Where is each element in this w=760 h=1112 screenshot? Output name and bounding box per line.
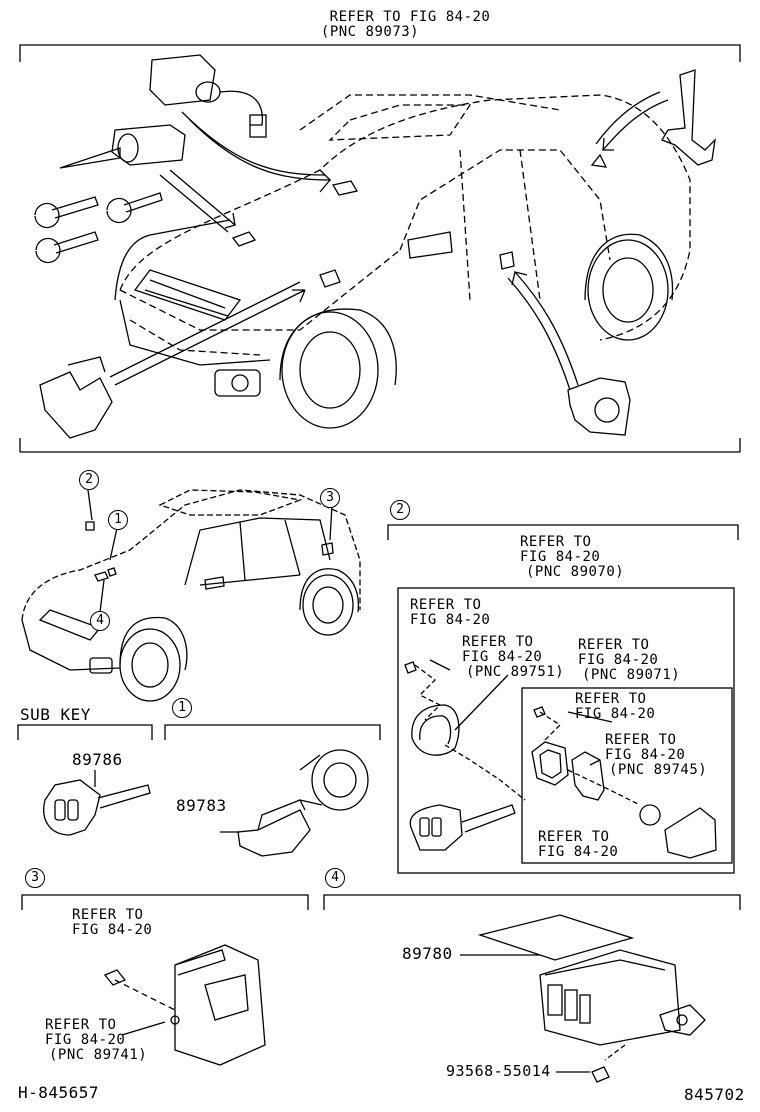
section-1-art — [164, 724, 381, 857]
top-refer-line1: REFER TO FIG 84-20 — [329, 9, 491, 25]
s2-ref-b-l2: FIG 84-20 — [462, 649, 543, 665]
small-vehicle-drawing — [21, 489, 361, 702]
callout-2[interactable]: 2 — [79, 470, 99, 490]
s2-ref-d-l1: REFER TO — [575, 691, 647, 707]
part-number-89786[interactable]: 89786 — [72, 750, 123, 769]
s2-ref-e-l3: (PNC 89745) — [609, 762, 708, 778]
s2-ref-a-l2: FIG 84-20 — [410, 612, 491, 628]
section-2-marker: 2 — [390, 500, 410, 520]
callout-3[interactable]: 3 — [320, 488, 340, 508]
main-vehicle-drawing — [119, 94, 691, 356]
s2-ref-main-l1: REFER TO — [520, 534, 592, 550]
section-1-marker: 1 — [172, 698, 192, 718]
s2-ref-d-l2: FIG 84-20 — [575, 706, 656, 722]
footer-right-code: 845702 — [684, 1085, 745, 1104]
s2-ref-main-l3: (PNC 89070) — [526, 564, 625, 580]
section-3-art — [21, 894, 309, 1066]
part-number-93568-55014[interactable]: 93568-55014 — [446, 1062, 551, 1080]
s2-ref-c-l1: REFER TO — [578, 637, 650, 653]
s3-ref-b-l1: REFER TO — [45, 1017, 117, 1033]
s3-ref-b-l3: (PNC 89741) — [49, 1047, 148, 1063]
s2-ref-b-l1: REFER TO — [462, 634, 534, 650]
s2-ref-f-l2: FIG 84-20 — [538, 844, 619, 860]
section-4-marker: 4 — [325, 868, 345, 888]
section-2-art — [387, 524, 739, 874]
sub-key-section-art — [17, 724, 153, 836]
s3-ref-a-l1: REFER TO — [72, 907, 144, 923]
s2-ref-b-l3: (PNC 89751) — [466, 664, 565, 680]
part-number-89783[interactable]: 89783 — [176, 796, 227, 815]
s2-ref-main-l2: FIG 84-20 — [520, 549, 601, 565]
part-number-89780[interactable]: 89780 — [402, 944, 453, 963]
section-3-marker: 3 — [25, 868, 45, 888]
s3-ref-a-l2: FIG 84-20 — [72, 922, 153, 938]
s2-ref-c-l2: FIG 84-20 — [578, 652, 659, 668]
s2-ref-a-l1: REFER TO — [410, 597, 482, 613]
sub-key-title: SUB KEY — [20, 705, 91, 724]
callout-4[interactable]: 4 — [90, 611, 110, 631]
footer-left-code: H-845657 — [18, 1083, 100, 1102]
s2-ref-f-l1: REFER TO — [538, 829, 610, 845]
callout-1[interactable]: 1 — [108, 510, 128, 530]
top-components — [34, 54, 716, 439]
top-arrows — [109, 91, 669, 391]
top-refer-line2: (PNC 89073) — [320, 24, 420, 40]
main-vehicle-solid — [114, 153, 674, 429]
s2-ref-c-l3: (PNC 89071) — [582, 667, 681, 683]
s3-ref-b-l2: FIG 84-20 — [45, 1032, 126, 1048]
section-4-art — [323, 894, 741, 1083]
top-frame — [19, 44, 741, 453]
s2-ref-e-l1: REFER TO — [605, 732, 677, 748]
s2-ref-e-l2: FIG 84-20 — [605, 747, 686, 763]
